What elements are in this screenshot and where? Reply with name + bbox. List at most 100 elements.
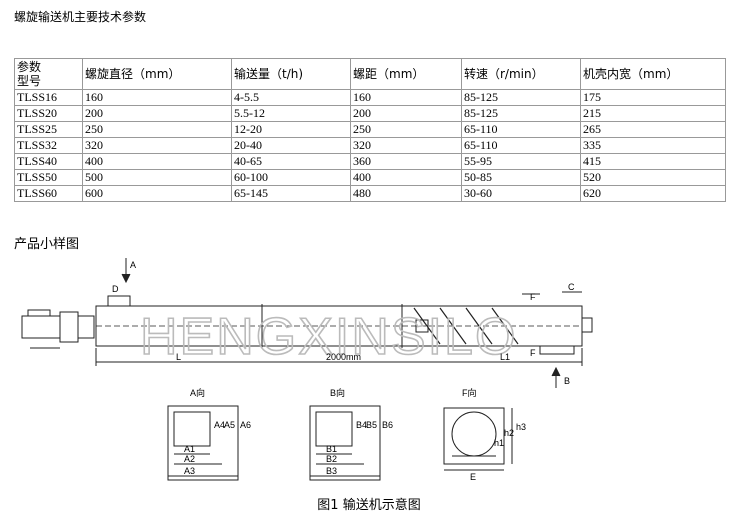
table-cell: TLSS60 — [14, 185, 83, 202]
b3-label: B3 — [326, 466, 337, 476]
view-a-frame — [167, 405, 239, 481]
spec-table: 参数型号 螺旋直径（mm） 输送量（t/h) 螺距（mm） 转速（r/min） … — [14, 58, 726, 202]
arrow-a-label: A — [130, 260, 136, 270]
arrow-b-label: B — [564, 376, 570, 386]
motor-top — [27, 309, 51, 317]
table-cell: 12-20 — [231, 121, 351, 138]
table-cell: 400 — [82, 153, 232, 170]
h2-label: h2 — [504, 428, 514, 438]
table-cell: 360 — [350, 153, 462, 170]
table-cell: TLSS32 — [14, 137, 83, 154]
view-b-frame — [309, 405, 381, 481]
e-label: E — [470, 472, 476, 482]
table-cell: 250 — [82, 121, 232, 138]
a4-label: A4 — [214, 420, 225, 430]
view-f-circle — [451, 411, 497, 457]
dim-l: L — [176, 352, 181, 362]
a5-label: A5 — [224, 420, 235, 430]
view-b-title: B向 — [330, 387, 345, 398]
header-capacity: 输送量（t/h) — [231, 58, 351, 90]
view-f-title: F向 — [462, 387, 477, 398]
table-cell: 85-125 — [461, 89, 581, 106]
header-model: 参数型号 — [14, 58, 83, 90]
table-cell: 335 — [580, 137, 726, 154]
table-cell: 320 — [350, 137, 462, 154]
label-f-bottom: F — [530, 348, 536, 358]
dim-l1: L1 — [500, 352, 510, 362]
table-cell: 85-125 — [461, 105, 581, 122]
figure-caption: 图1 输送机示意图 — [317, 498, 421, 513]
view-f-frame — [443, 407, 505, 465]
header-param-label: 参数型号 — [17, 60, 42, 88]
header-diameter: 螺旋直径（mm） — [82, 58, 232, 90]
table-cell: 265 — [580, 121, 726, 138]
bearing — [415, 319, 429, 333]
table-cell: 250 — [350, 121, 462, 138]
page-title: 螺旋输送机主要技术参数 — [14, 10, 147, 24]
table-cell: 40-65 — [231, 153, 351, 170]
table-cell: 175 — [580, 89, 726, 106]
table-cell: 200 — [350, 105, 462, 122]
table-cell: TLSS20 — [14, 105, 83, 122]
b5-label: B5 — [366, 420, 377, 430]
b6-label: B6 — [382, 420, 393, 430]
table-cell: 30-60 — [461, 185, 581, 202]
view-a-inner — [173, 411, 211, 447]
section-subtitle: 产品小样图 — [14, 237, 80, 252]
table-cell: 415 — [580, 153, 726, 170]
inlet — [107, 295, 131, 307]
a1-label: A1 — [184, 444, 195, 454]
b4-label: B4 — [356, 420, 367, 430]
table-cell: 520 — [580, 169, 726, 186]
table-header-row: 参数型号 螺旋直径（mm） 输送量（t/h) 螺距（mm） 转速（r/min） … — [14, 58, 726, 90]
table-cell: 480 — [350, 185, 462, 202]
label-c: C — [568, 282, 575, 292]
gearbox — [59, 311, 79, 343]
table-cell: 160 — [350, 89, 462, 106]
table-cell: 55-95 — [461, 153, 581, 170]
table-cell: 60-100 — [231, 169, 351, 186]
header-pitch: 螺距（mm） — [350, 58, 462, 90]
conveyor-drawing: HENGXINSILO A B D F F C L 2000mm L1 A向 B… — [21, 258, 593, 482]
table-cell: 20-40 — [231, 137, 351, 154]
table-cell: 160 — [82, 89, 232, 106]
a3-label: A3 — [184, 466, 195, 476]
watermark-text: HENGXINSILO — [140, 308, 517, 366]
table-cell: 4-5.5 — [231, 89, 351, 106]
table-cell: 5.5-12 — [231, 105, 351, 122]
a6-label: A6 — [240, 420, 251, 430]
b2-label: B2 — [326, 454, 337, 464]
table-cell: 215 — [580, 105, 726, 122]
table-cell: 320 — [82, 137, 232, 154]
table-cell: 65-110 — [461, 137, 581, 154]
label-f-top: F — [530, 292, 536, 302]
table-cell: TLSS50 — [14, 169, 83, 186]
screw-flight — [413, 307, 519, 345]
header-width: 机壳内宽（mm） — [580, 58, 726, 90]
dim-2000: 2000mm — [326, 352, 361, 362]
motor-body — [21, 315, 61, 339]
a2-label: A2 — [184, 454, 195, 464]
table-cell: 65-110 — [461, 121, 581, 138]
table-cell: TLSS16 — [14, 89, 83, 106]
view-b-inner — [315, 411, 353, 447]
view-a-title: A向 — [190, 387, 205, 398]
coupling — [77, 315, 95, 339]
table-cell: 400 — [350, 169, 462, 186]
table-cell: 500 — [82, 169, 232, 186]
table-cell: TLSS40 — [14, 153, 83, 170]
table-cell: 600 — [82, 185, 232, 202]
table-cell: 65-145 — [231, 185, 351, 202]
b1-label: B1 — [326, 444, 337, 454]
table-cell: 620 — [580, 185, 726, 202]
h1-label: h1 — [494, 438, 504, 448]
h3-label: h3 — [516, 422, 526, 432]
header-speed: 转速（r/min） — [461, 58, 581, 90]
